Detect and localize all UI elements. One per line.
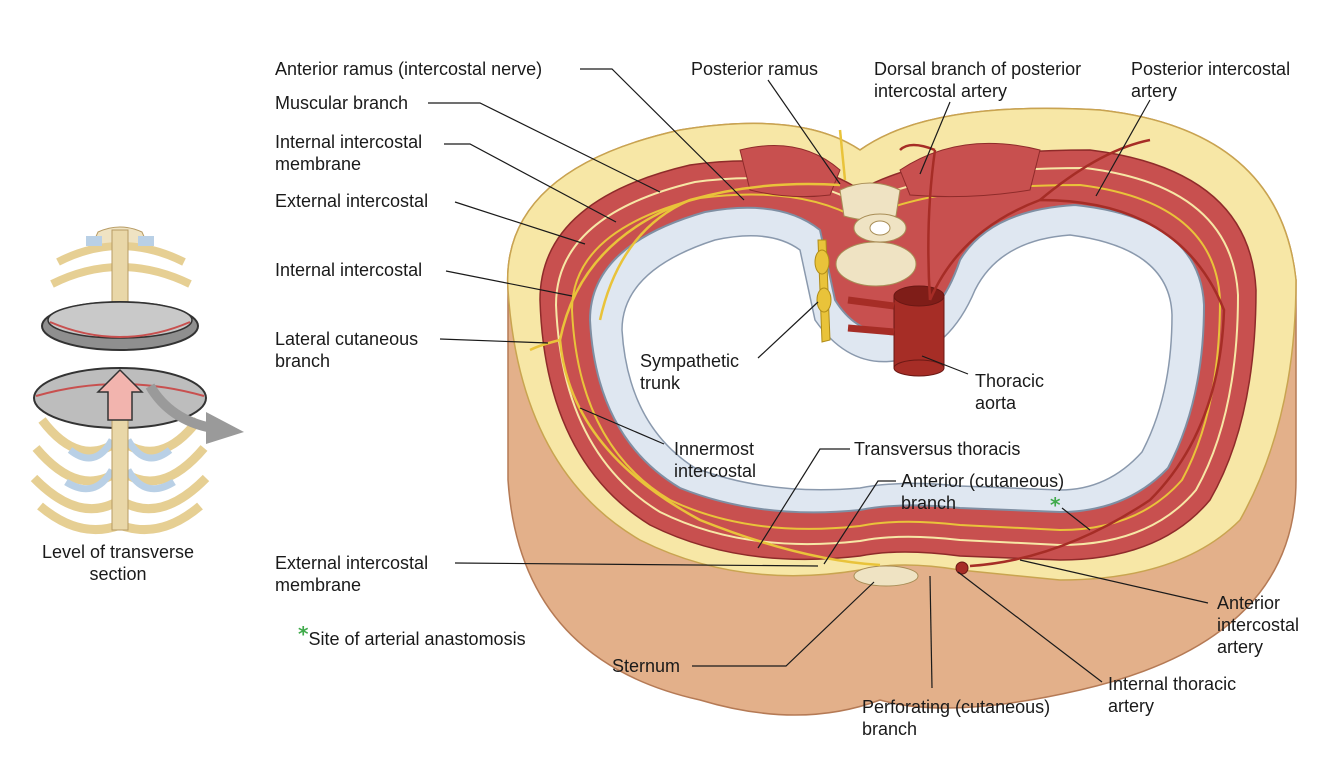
label-dorsal-branch: Dorsal branch of posterior intercostal a… bbox=[874, 59, 1082, 101]
label-external-intercostal-membrane: External intercostal membrane bbox=[275, 553, 429, 595]
label-innermost-intercostal: Innermost intercostal bbox=[674, 439, 757, 481]
label-muscular-branch: Muscular branch bbox=[275, 93, 409, 113]
thorax-cross-section bbox=[506, 107, 1297, 716]
curved-arrow-icon bbox=[145, 383, 244, 444]
inset-rib-cage bbox=[30, 226, 244, 535]
label-anterior-intercostal-artery: Anterior intercostal artery bbox=[1217, 593, 1300, 657]
leader-lines bbox=[428, 68, 1209, 689]
label-external-intercostal: External intercostal bbox=[275, 191, 429, 211]
label-internal-intercostal: Internal intercostal bbox=[275, 260, 423, 280]
intercostal-nerves bbox=[529, 129, 881, 567]
section-slice-icon bbox=[41, 301, 199, 351]
label-transversus-thoracis: Transversus thoracis bbox=[854, 439, 1021, 459]
label-sternum: Sternum bbox=[612, 656, 681, 676]
vertebra bbox=[835, 182, 917, 287]
label-sympathetic-trunk: Sympathetic trunk bbox=[640, 351, 740, 393]
label-posterior-intercostal-artery: Posterior intercostal artery bbox=[1131, 59, 1291, 101]
rib-cage-icon bbox=[50, 226, 192, 311]
label-lateral-cutaneous-branch: Lateral cutaneous branch bbox=[275, 329, 419, 371]
label-anterior-ramus: Anterior ramus (intercostal nerve) bbox=[275, 59, 543, 79]
up-arrow-icon bbox=[96, 368, 144, 421]
label-internal-intercostal-membrane: Internal intercostal membrane bbox=[275, 132, 423, 174]
anastomosis-asterisk: * bbox=[1050, 493, 1061, 517]
aorta bbox=[847, 285, 945, 377]
label-posterior-ramus: Posterior ramus bbox=[691, 59, 819, 79]
footnote: *Site of arterial anastomosis bbox=[298, 624, 526, 650]
inset-caption: Level of transverse section bbox=[41, 542, 195, 584]
label-thoracic-aorta: Thoracic aorta bbox=[975, 371, 1045, 413]
sternum-bone bbox=[853, 565, 919, 587]
footnote-asterisk: * bbox=[298, 622, 309, 646]
label-perforating-branch: Perforating (cutaneous) branch bbox=[862, 697, 1051, 739]
footnote-text: Site of arterial anastomosis bbox=[308, 629, 526, 649]
label-anterior-cutaneous-branch: Anterior (cutaneous) branch bbox=[901, 471, 1065, 513]
label-internal-thoracic-artery: Internal thoracic artery bbox=[1108, 674, 1237, 716]
